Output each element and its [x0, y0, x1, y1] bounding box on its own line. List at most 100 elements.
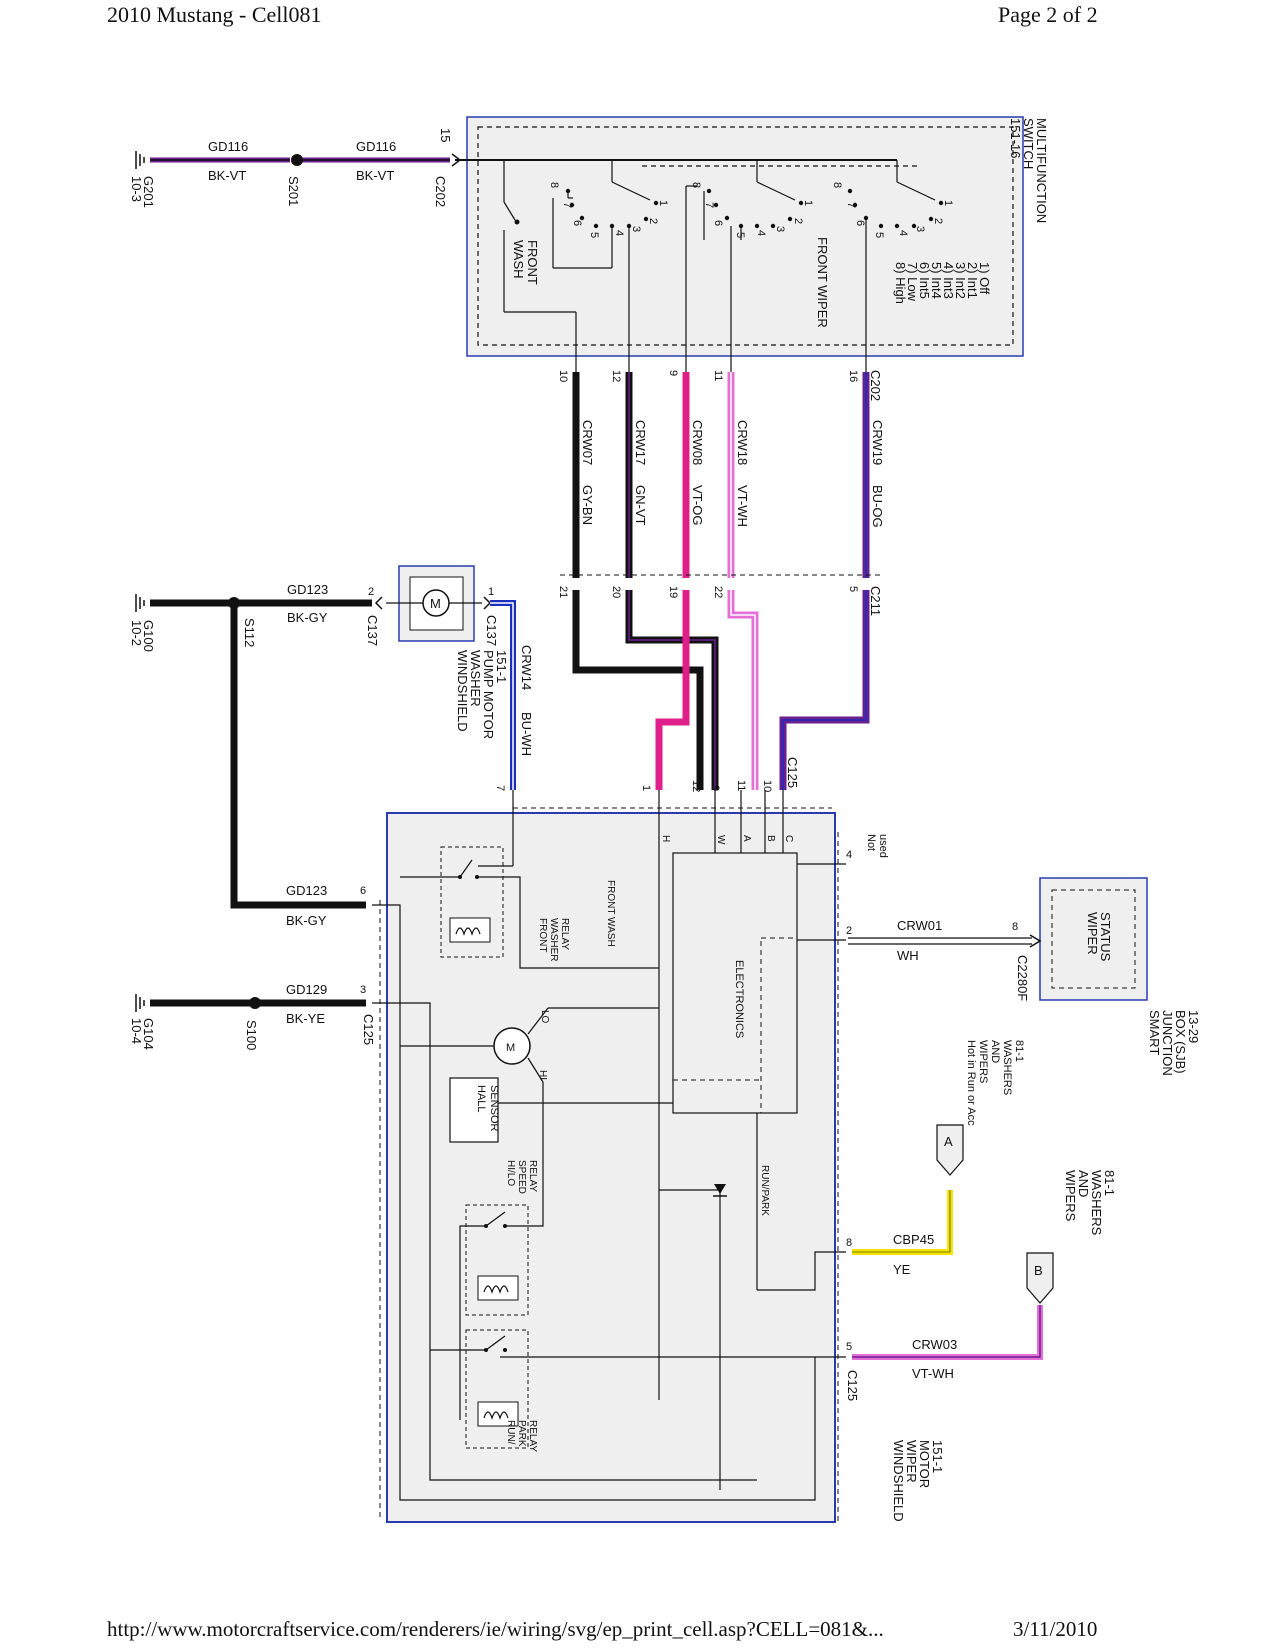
c202-pin: 11: [712, 370, 724, 381]
c211-pin: 19: [667, 586, 679, 598]
contact-num: 2: [932, 218, 944, 224]
not-used-label: Not used: [865, 834, 889, 858]
wire-gd116-b: GD116: [356, 139, 396, 154]
contact-numbers: 1 2 3 4 5 6 7 8 1 2 3 4 5 6 7 8 1 2 3 4 …: [548, 182, 954, 238]
crw01-color: WH: [897, 948, 919, 963]
contact-num: 7: [703, 202, 715, 208]
pump-motor-glyph: M: [430, 596, 441, 611]
conn-c125-left: C125: [361, 1014, 376, 1045]
washer-pump-motor: M: [374, 565, 492, 642]
motor-top-pin: 9: [709, 785, 721, 791]
harness-color: GY-BN: [580, 485, 595, 525]
sjb-box: [848, 877, 1148, 1001]
footer-url[interactable]: http://www.motorcraftservice.com/rendere…: [107, 1617, 884, 1641]
contact-num: 5: [588, 232, 600, 238]
hi-label: HI: [537, 1070, 548, 1080]
contact-num: 4: [897, 230, 909, 236]
contact-num: 8: [831, 182, 843, 188]
ground-g104-label: G104 10-4: [129, 1018, 156, 1053]
motor-top-pin: 12: [690, 780, 702, 792]
pump-conn-right: C137: [484, 615, 499, 646]
ground-g201-label: G201 10-3: [129, 176, 156, 211]
cbp45-color: YE: [893, 1262, 911, 1277]
contact-num: 4: [613, 230, 625, 236]
harness-color: VT-WH: [735, 485, 750, 527]
contact-num: 3: [774, 226, 786, 232]
crw01-circuit: CRW01: [897, 918, 942, 933]
wire-crw14: [490, 600, 516, 790]
wiper-motor-name: WINDSHIELD WIPER MOTOR 151-1: [891, 1440, 945, 1525]
bkye: BK-YE: [286, 1011, 325, 1026]
contact-num: 8: [690, 182, 702, 188]
bkgy-top: BK-GY: [287, 610, 328, 625]
motor-top-pin: 11: [735, 780, 747, 791]
c211-pin: 21: [557, 586, 569, 598]
wire-bkvt-a: BK-VT: [208, 168, 246, 183]
motor-right-pin: 5: [846, 1341, 852, 1353]
pump-conn-left: C137: [365, 615, 380, 646]
internal-letter: W: [715, 835, 726, 845]
ground-g104: [135, 994, 366, 1012]
harness-color: GN-VT: [633, 485, 648, 526]
front-wiper-label: FRONT WIPER: [815, 237, 830, 328]
gd123-top: GD123: [287, 582, 328, 597]
crw03-circuit: CRW03: [912, 1337, 957, 1352]
footer-date: 3/11/2010: [1013, 1617, 1098, 1641]
pin-6: 6: [360, 885, 366, 897]
contact-num: 7: [845, 202, 857, 208]
internal-letter: B: [765, 835, 776, 842]
c211-pin: 22: [712, 586, 724, 598]
c211-pin: 20: [610, 586, 622, 598]
bkgy-low: BK-GY: [286, 913, 327, 928]
contact-num: 8: [548, 182, 560, 188]
run-park-relay-label: RUN/ PARK RELAY: [505, 1420, 538, 1452]
pump-name: WINDSHIELD WASHER PUMP MOTOR 151-1: [455, 650, 509, 743]
lo-label: LO: [539, 1010, 550, 1024]
contact-num: 3: [914, 226, 926, 232]
motor-right-pin: 8: [846, 1237, 852, 1249]
motor-right-pin: 2: [846, 925, 852, 937]
switch-name: MULTIFUNCTION SWITCH 151-16: [1008, 118, 1049, 227]
motor-glyph: M: [506, 1042, 515, 1054]
sjb-label: SMART JUNCTION BOX (SJB) 13-29: [1147, 1010, 1201, 1079]
pin-3: 3: [360, 984, 366, 996]
tag-a: A: [944, 1134, 953, 1149]
c211-pin: 5: [847, 586, 859, 592]
ground-g100-label: G100 10-2: [129, 620, 156, 655]
harness-circuit: CRW17: [633, 420, 648, 465]
wire-gd116-a: GD116: [208, 139, 248, 154]
internal-letter: A: [741, 835, 752, 842]
c202-pin: 9: [667, 370, 679, 376]
motor-top-pin: 1: [640, 785, 652, 791]
cbp45-circuit: CBP45: [893, 1232, 934, 1247]
gd123-low: GD123: [286, 883, 327, 898]
splice-s201: S201: [286, 176, 301, 206]
contact-num: 1: [942, 200, 954, 206]
harness-circuit: CRW18: [735, 420, 750, 465]
feed-b: [852, 1252, 1054, 1360]
sjb-pin: 8: [1012, 921, 1018, 933]
contact-num: 2: [792, 218, 804, 224]
contact-num: 1: [802, 200, 814, 206]
gd129: GD129: [286, 982, 327, 997]
conn-c211: C211: [868, 586, 883, 616]
harness-color: BU-OG: [870, 485, 885, 528]
contact-num: 6: [571, 220, 583, 226]
tag-b: B: [1034, 1263, 1043, 1278]
wire-bkvt-b: BK-VT: [356, 168, 394, 183]
page-number: Page 2 of 2: [998, 2, 1098, 27]
contact-num: 4: [755, 230, 767, 236]
internal-letter: H: [660, 835, 671, 842]
electronics-label: ELECTRONICS: [733, 960, 745, 1038]
contact-num: 6: [854, 220, 866, 226]
conn-c202-top: C202: [433, 176, 448, 207]
front-wash-label: FRONT WASH: [511, 240, 540, 288]
pin-15: 15: [438, 128, 453, 142]
motor-top-pin: 10: [761, 780, 773, 792]
wiper-status-label: WIPER STATUS: [1085, 912, 1113, 962]
harness-wires: [560, 372, 880, 790]
crw14-color: BU-WH: [519, 712, 534, 756]
c202-pin: 16: [847, 370, 859, 382]
crw03-color: VT-WH: [912, 1366, 954, 1381]
